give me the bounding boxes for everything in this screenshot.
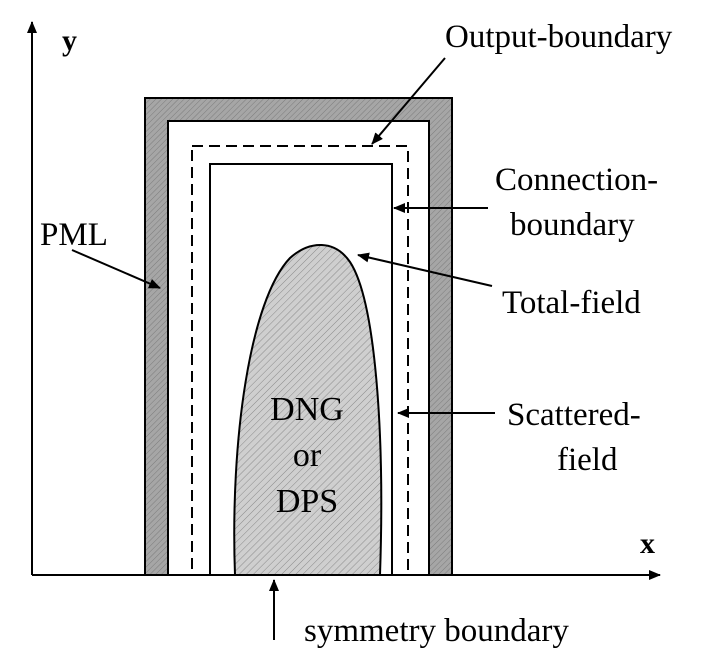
symmetry-boundary-label: symmetry boundary [304, 613, 569, 649]
scattered-field-label-line2: field [557, 442, 618, 478]
scatterer-label-line3: DPS [276, 483, 338, 520]
pml-arrow [71, 249, 161, 289]
x-axis-label: x [640, 527, 655, 560]
connection-boundary-label-line2: boundary [510, 207, 635, 243]
output-boundary-arrow [371, 57, 446, 145]
total-field-arrow [357, 252, 493, 287]
pml-label: PML [40, 217, 108, 253]
connection-boundary-label-line1: Connection- [495, 162, 658, 198]
scattered-field-label-line1: Scattered- [507, 397, 641, 433]
y-axis-label: y [62, 24, 77, 57]
scatterer-label-line1: DNG [270, 391, 344, 428]
scatterer-shape [233, 244, 383, 576]
output-boundary-label: Output-boundary [445, 19, 673, 55]
axes [27, 21, 661, 580]
scatterer-label-line2: or [293, 437, 322, 474]
total-field-label: Total-field [502, 285, 641, 321]
